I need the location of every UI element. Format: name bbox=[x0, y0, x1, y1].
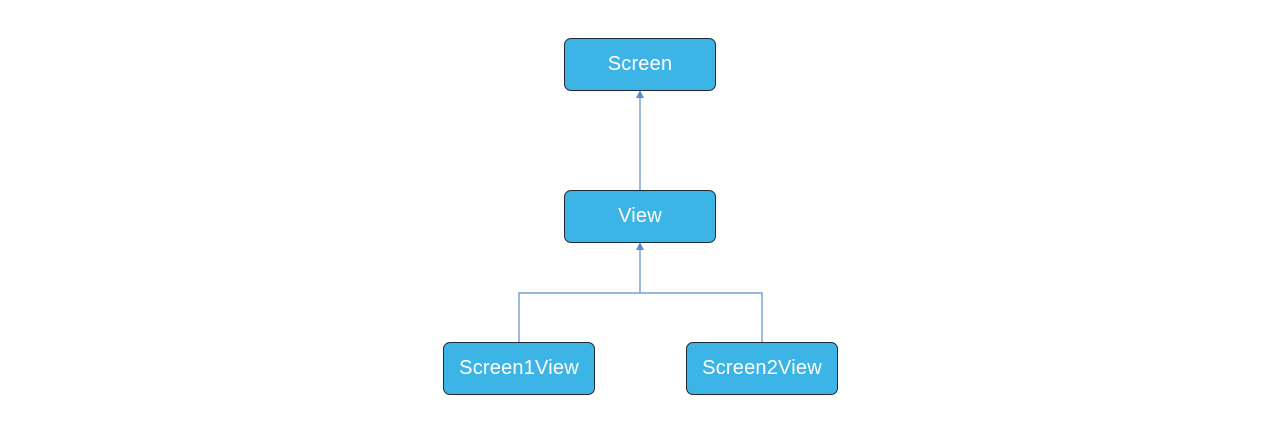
node-screen[interactable]: Screen bbox=[564, 38, 716, 91]
node-screen1view-label: Screen1View bbox=[459, 357, 579, 379]
connector-screen1view-branch bbox=[518, 292, 640, 342]
node-screen2view-label: Screen2View bbox=[702, 357, 822, 379]
node-view-label: View bbox=[618, 205, 662, 227]
node-screen-label: Screen bbox=[607, 53, 673, 75]
connector-screen2view-branch bbox=[640, 292, 763, 342]
node-view[interactable]: View bbox=[564, 190, 716, 243]
node-screen1view[interactable]: Screen1View bbox=[443, 342, 595, 395]
node-screen2view[interactable]: Screen2View bbox=[686, 342, 838, 395]
